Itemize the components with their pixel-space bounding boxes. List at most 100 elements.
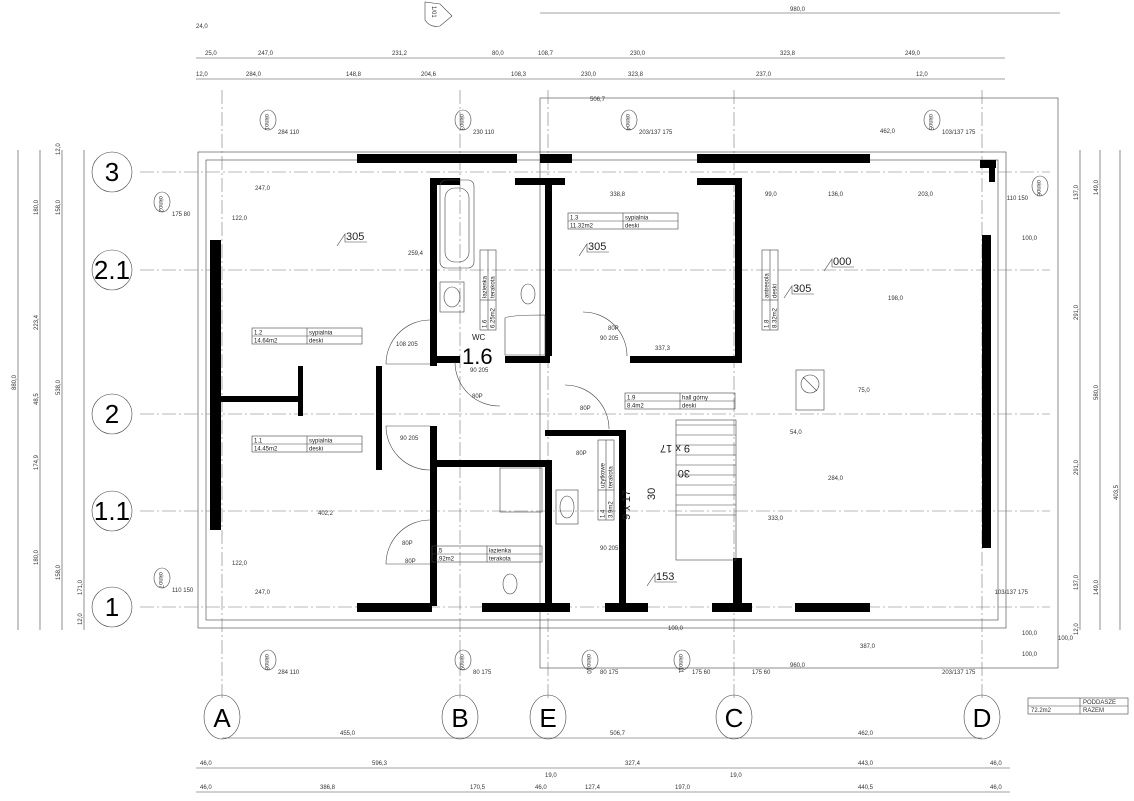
wall-segment: [697, 178, 742, 185]
room-name: hall górny: [682, 396, 708, 402]
interior-dim: 333,0: [768, 516, 784, 522]
wall-segment: [545, 178, 565, 185]
interior-dim: 402,2: [318, 511, 334, 517]
window-dim: 103/137 175: [995, 590, 1029, 596]
room-area: 8.32m2: [773, 307, 779, 328]
summary-header: PODDASZE: [1083, 700, 1116, 706]
top-dim-2: 323,8: [628, 72, 644, 78]
summary-label: RAZEM: [1083, 708, 1104, 714]
walls: [210, 154, 996, 612]
window-dim: 110 150: [1007, 196, 1029, 202]
row-axis-label: 3: [105, 157, 119, 187]
bottom-dim-1-sub: 19,0: [730, 773, 742, 779]
window-dim: 230 110: [473, 130, 495, 136]
door-label: 90 205: [470, 368, 489, 374]
level-mark: 000: [833, 256, 851, 268]
left-dim: 48,5: [34, 393, 40, 405]
room-name: użytkowe: [601, 462, 607, 488]
bottom-axis-dim: 506,7: [610, 731, 626, 737]
room-number-big: 1.6: [462, 344, 493, 369]
top-dim-1: 108,7: [538, 51, 554, 57]
level-mark: 305: [588, 241, 606, 253]
stair-label: 30: [646, 488, 658, 500]
right-dim: 100,0: [1058, 636, 1074, 642]
window-name: okno11: [677, 654, 683, 674]
bottom-inner-dim: 960,0: [790, 663, 806, 669]
bottom-dim-1: 46,0: [990, 761, 1002, 767]
column-axis-label: C: [725, 703, 744, 733]
window-name: okno4: [624, 114, 630, 131]
bottom-inner-dim: 387,0: [860, 644, 876, 650]
room-floor: deski: [309, 339, 323, 345]
window-tag: [454, 649, 472, 671]
axis-lines: [140, 90, 1050, 700]
level-mark: 305: [346, 231, 364, 243]
right-dim: 137,0: [1074, 184, 1080, 200]
row-axis-bubble: [91, 393, 133, 435]
bottom-axis-dim: 455,0: [340, 731, 356, 737]
interior-dim: 122,0: [232, 216, 248, 222]
left-dim: 180,0: [34, 199, 40, 215]
level-mark-icon: [646, 573, 677, 587]
window-name: okno1: [263, 114, 269, 131]
interior-dim: 100,0: [1022, 631, 1038, 637]
wall-segment: [430, 178, 460, 185]
top-dim-2: 284,0: [246, 72, 262, 78]
interior-dim: 75,0: [858, 388, 870, 394]
right-dim: 580,0: [1094, 384, 1100, 400]
room-floor: deski: [773, 284, 779, 298]
wall-segment: [430, 426, 437, 606]
shower: [504, 314, 546, 356]
window-tag: [581, 649, 599, 671]
top-dim-2: 204,6: [421, 72, 437, 78]
interior-dim: 100,0: [668, 626, 684, 632]
wall-segment: [357, 154, 517, 163]
column-axis-label: A: [213, 703, 231, 733]
wall-segment: [619, 430, 626, 605]
door-label: 80P: [402, 541, 413, 547]
door-label: 80P: [405, 559, 416, 565]
room-floor: terakota: [489, 557, 511, 563]
top-dim-2: 12,0: [196, 72, 208, 78]
overall-dim-label: 980,0: [790, 7, 806, 13]
wall-segment: [437, 460, 550, 467]
room-id: 1.9: [627, 396, 636, 402]
window-name: okno3: [458, 114, 464, 131]
room-name: sypialnia: [625, 216, 649, 222]
room-area: 14.45m2: [254, 447, 278, 453]
wall-segment: [712, 603, 752, 612]
wall-segment: [545, 460, 552, 610]
bottom-dim-1-sub: 19,0: [545, 773, 557, 779]
right-dim: 12,0: [1074, 623, 1080, 635]
left-dim: 12,0: [56, 143, 62, 155]
window-name: okno5: [927, 114, 933, 131]
wall-segment: [735, 178, 742, 363]
room-name: łazienka: [483, 275, 489, 298]
top-dim-1: 249,0: [905, 51, 921, 57]
left-dim: 538,0: [56, 379, 62, 395]
inner-contour: [205, 159, 999, 621]
wall-segment: [545, 430, 623, 436]
wall-segment: [989, 160, 995, 182]
top-dim-1: 231,2: [392, 51, 408, 57]
section-marker-label: 1/01: [430, 6, 436, 18]
door-swings: [385, 311, 628, 565]
stair-outline: [675, 419, 737, 561]
interior-dim: 122,0: [232, 561, 248, 567]
row-axis-label: 2: [105, 399, 119, 429]
top-dim-1: 230,0: [630, 51, 646, 57]
top-dim-2: 108,3: [511, 72, 527, 78]
interior-dim: 54,0: [790, 430, 802, 436]
wall-segment: [430, 178, 437, 366]
room-floor: deski: [625, 224, 639, 230]
room-area: 4.92m2: [434, 557, 455, 563]
room-id: 1.3: [570, 216, 579, 222]
wall-segment: [482, 603, 570, 612]
